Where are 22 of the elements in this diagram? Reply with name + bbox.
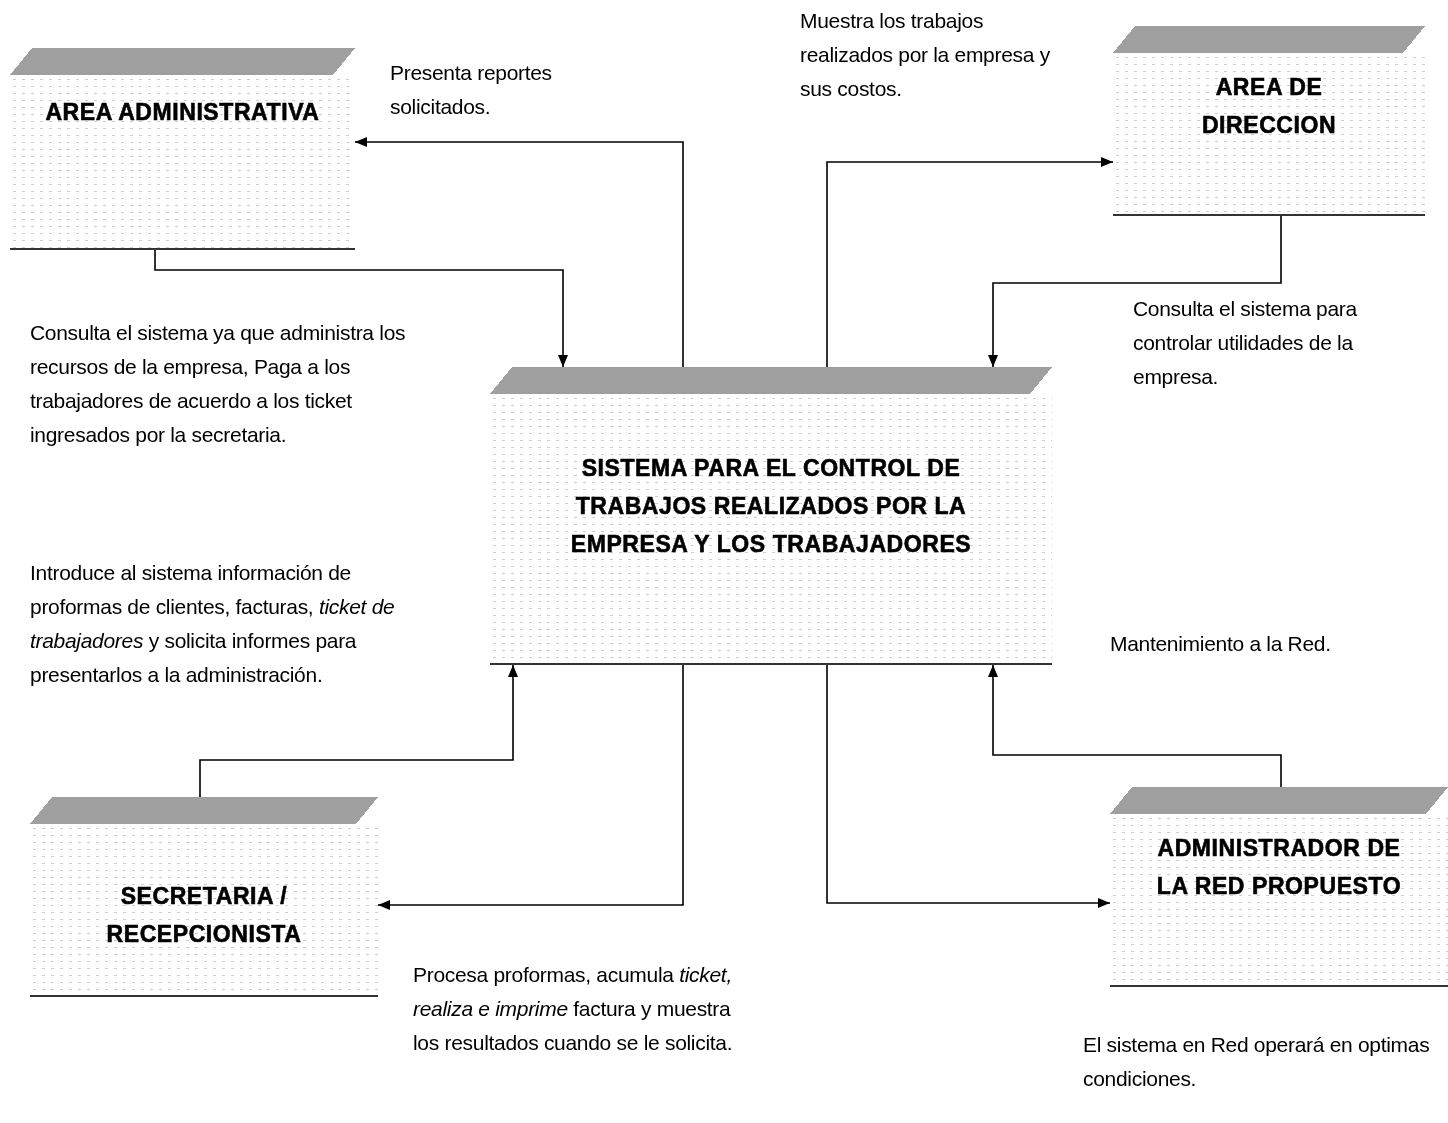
edge-label: Muestra los trabajos realizados por la empresa y sus costos. — [800, 8, 1051, 102]
node-caption: El sistema en Red operará en optimas condiciones. — [1083, 1032, 1431, 1092]
edge-label: Procesa proformas, acumula ticket, realiza e imprime factura y muestra los resultados cuando se le solicita. — [413, 962, 734, 1056]
edge-label: Presenta reportes solicitados. — [390, 60, 553, 120]
edge-label: Mantenimiento a la Red. — [1110, 631, 1332, 657]
arrow — [826, 664, 1111, 908]
node-title: ADMINISTRADOR DE LA RED PROPUESTO — [1155, 834, 1403, 901]
process-box — [1110, 787, 1448, 987]
node-title: AREA ADMINISTRATIVA — [44, 98, 321, 127]
node-title: SECRETARIA / RECEPCIONISTA — [105, 882, 303, 949]
arrow — [826, 157, 1114, 368]
arrow — [988, 664, 1282, 788]
node-title: SISTEMA PARA EL CONTROL DE TRABAJOS REALIZADOS POR LA EMPRESA Y LOS TRABAJADORES — [569, 454, 973, 559]
node-title: AREA DE DIRECCION — [1200, 73, 1338, 140]
arrow — [354, 137, 684, 368]
edge-label: Introduce al sistema información de proformas de clientes, facturas, ticket de trabajadores y solicita informes para presentarlos a la administración. — [30, 560, 396, 688]
edge-label: Consulta el sistema ya que administra los recursos de la empresa, Paga a los trabajadores de acuerdo a los ticket ingresados por la secretaria. — [30, 320, 407, 448]
edge-label: Consulta el sistema para controlar utilidades de la empresa. — [1133, 296, 1358, 390]
arrow — [199, 664, 518, 798]
arrow — [377, 664, 684, 910]
arrow — [154, 249, 568, 368]
arrow — [988, 215, 1282, 368]
